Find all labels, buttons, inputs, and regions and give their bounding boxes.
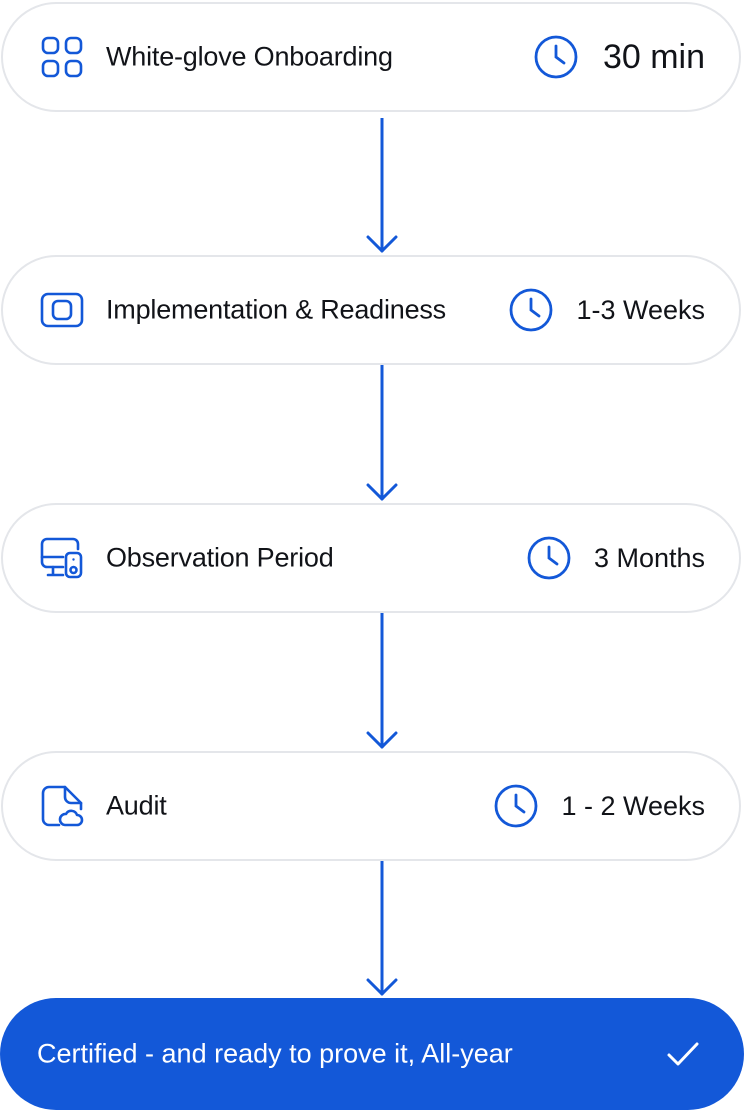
- clock-icon: [493, 783, 539, 829]
- arrow-connector: [362, 861, 402, 998]
- clock-icon: [508, 287, 554, 333]
- cloud-document-icon: [39, 783, 85, 829]
- checkmark-icon: [664, 1035, 702, 1073]
- step-observation: Observation Period 3 Months: [1, 503, 741, 613]
- step-title: Observation Period: [106, 542, 334, 573]
- clock-icon: [526, 535, 572, 581]
- duration-text: 3 Months: [593, 542, 705, 573]
- duration-text: 1-3 Weeks: [576, 294, 705, 325]
- step-duration: 1 - 2 Weeks: [493, 783, 705, 829]
- step-duration: 3 Months: [526, 535, 705, 581]
- certified-text: Certified - and ready to prove it, All-y…: [37, 1038, 513, 1069]
- step-title: White-glove Onboarding: [106, 41, 393, 72]
- step-title: Audit: [106, 790, 167, 821]
- step-duration: 30 min: [533, 34, 705, 80]
- grid-icon: [39, 34, 85, 80]
- step-onboarding: White-glove Onboarding 30 min: [1, 2, 741, 112]
- step-duration: 1-3 Weeks: [508, 287, 705, 333]
- step-audit: Audit 1 - 2 Weeks: [1, 751, 741, 861]
- certified-banner: Certified - and ready to prove it, All-y…: [0, 998, 744, 1110]
- duration-text: 30 min: [602, 37, 705, 76]
- arrow-connector: [362, 365, 402, 503]
- step-implementation: Implementation & Readiness 1-3 Weeks: [1, 255, 741, 365]
- screen-icon: [39, 287, 85, 333]
- arrow-connector: [362, 613, 402, 751]
- step-title: Implementation & Readiness: [106, 294, 446, 325]
- duration-text: 1 - 2 Weeks: [561, 790, 705, 821]
- monitor-device-icon: [39, 535, 85, 581]
- arrow-connector: [362, 118, 402, 255]
- clock-icon: [533, 34, 579, 80]
